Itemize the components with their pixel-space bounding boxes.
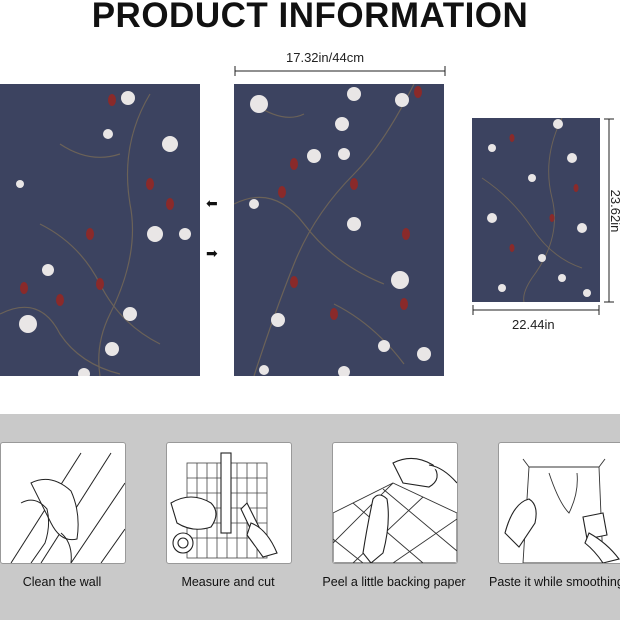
step-label-paste-while-smoothing: Paste it while smoothing (489, 575, 620, 589)
wallpaper-panel-center (234, 84, 444, 376)
width-dimension-line (234, 66, 446, 76)
peel-paper-icon (333, 457, 457, 563)
step-label-measure-and-cut: Measure and cut (181, 575, 275, 589)
cloth-wipe-icon (10, 452, 125, 563)
step-peel-backing-paper (332, 442, 458, 564)
step-label-clean-the-wall: Clean the wall (22, 575, 102, 589)
width-dimension-label: 17.32in/44cm (286, 50, 365, 65)
wallpaper-panel-left (0, 84, 200, 376)
page-title: PRODUCT INFORMATION (91, 0, 529, 35)
ruler-cut-icon (170, 452, 278, 559)
step-paste-while-smoothing (498, 442, 620, 564)
smooth-paste-icon (504, 458, 620, 563)
floral-pattern (234, 84, 431, 376)
step-label-peel-backing-paper: Peel a little backing paper (322, 575, 466, 589)
arrow-left-icon: ⬅ (206, 195, 218, 211)
roll-height-label: 23.62in (608, 189, 620, 233)
roll-height-line (604, 118, 614, 303)
floral-pattern (0, 91, 191, 376)
arrow-right-icon: ➡ (206, 245, 218, 261)
step-clean-the-wall (0, 442, 126, 564)
wallpaper-roll-panel (472, 118, 600, 302)
floral-pattern (481, 118, 591, 302)
roll-width-line (472, 305, 600, 315)
step-measure-and-cut (166, 442, 292, 564)
roll-width-label: 22.44in (512, 317, 555, 332)
